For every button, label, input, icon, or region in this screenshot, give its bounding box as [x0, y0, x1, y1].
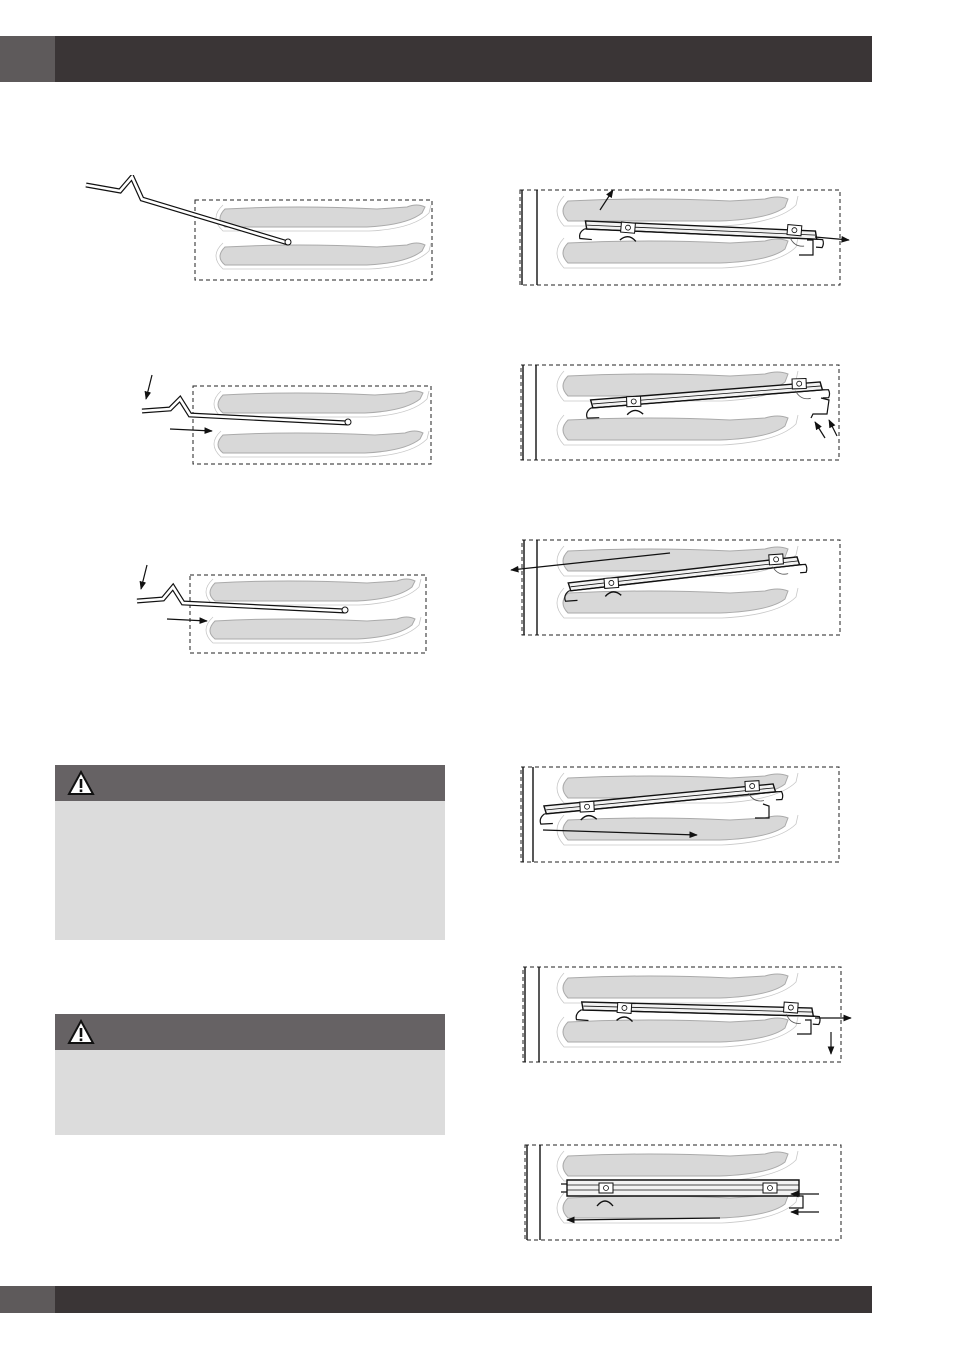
warning-header-2: [55, 1014, 445, 1050]
shelf-rail-figure-1: [85, 175, 433, 281]
header-tab: [0, 36, 55, 82]
telescopic-rail-figure-3: [510, 539, 841, 636]
warning-triangle-icon: [67, 1019, 95, 1044]
telescopic-rail-figure-1: [519, 189, 850, 286]
footer-tab: [0, 1286, 55, 1313]
warning-box-1: [55, 765, 445, 940]
warning-triangle-icon: [67, 770, 95, 795]
shelf-rail-figure-3: [136, 564, 427, 654]
telescopic-rail-figure-2: [520, 364, 840, 461]
shelf-rail-figure-2: [141, 374, 432, 465]
telescopic-rail-figure-6: [524, 1144, 842, 1241]
warning-box-2: [55, 1014, 445, 1135]
header-bar: [55, 36, 872, 82]
footer-bar: [55, 1286, 872, 1313]
warning-header-1: [55, 765, 445, 801]
telescopic-rail-figure-5: [522, 966, 852, 1063]
telescopic-rail-figure-4: [520, 766, 840, 863]
